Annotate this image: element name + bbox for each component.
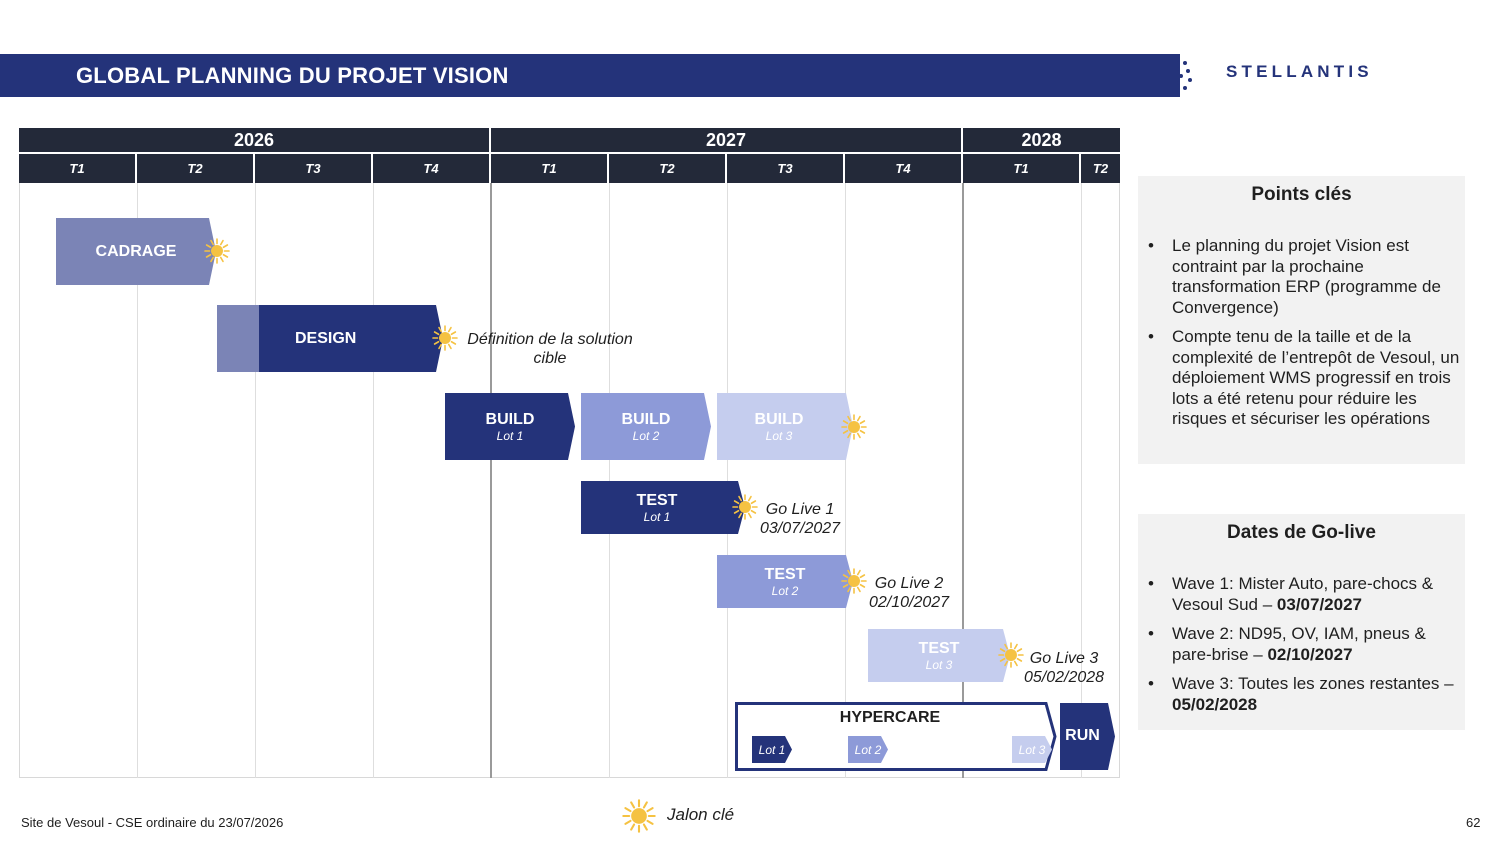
wave-date: 03/07/2027 [1276,594,1363,614]
quarter-header: T3 [727,154,845,183]
hypercare-lot1: Lot 1 [752,736,792,763]
build-lot: Lot 3 [765,428,793,443]
cadrage-label: CADRAGE [95,242,177,260]
grid-line [137,183,138,778]
timeline-grid [19,183,1120,778]
test-title: TEST [764,565,806,583]
grid-line [255,183,256,778]
build-title: BUILD [621,410,671,428]
points-cles-item: Le planning du projet Vision est contrai… [1138,236,1465,318]
grid-line [373,183,374,778]
points-cles-item: Compte tenu de la taille et de la comple… [1138,327,1465,430]
golive-dates-panel: Dates de Go-live Wave 1: Mister Auto, pa… [1138,514,1465,730]
points-cles-panel: Points clés Le planning du projet Vision… [1138,176,1465,464]
golive2-label: Go Live 2 [874,575,944,592]
hypercare-title: HYPERCARE [839,709,941,726]
wave-description: Wave 2: ND95, OV, IAM, pneus & pare-bris… [1172,624,1426,664]
footer-text: Site de Vesoul - CSE ordinaire du 23/07/… [21,815,284,830]
design-note-line1: Définition de la solution [467,331,633,348]
quarter-header: T1 [963,154,1081,183]
golive1-label: Go Live 1 [765,501,835,518]
run-bar: RUN [1060,703,1115,770]
test-title: TEST [636,491,678,509]
golive2-note: Go Live 2 02/10/2027 [863,574,955,612]
golive3-date: 05/02/2028 [1023,669,1105,686]
quarter-header: T3 [255,154,373,183]
quarter-header: T2 [1081,154,1120,183]
design-bar: DESIGN [259,305,443,372]
quarter-header: T1 [19,154,137,183]
grid-line [845,183,846,778]
build-lot2-bar: BUILD Lot 2 [581,393,711,460]
milestone-sun-icon [622,799,656,833]
golive1-date: 03/07/2027 [759,520,841,537]
wave-description: Wave 1: Mister Auto, pare-chocs & Vesoul… [1172,574,1434,614]
build-lot: Lot 1 [496,428,524,443]
hypercare-lot3-label: Lot 3 [1018,742,1046,757]
golive1-note: Go Live 1 03/07/2027 [752,500,848,538]
stellantis-dots-icon [1176,58,1192,95]
test-lot1-bar: TEST Lot 1 [581,481,745,534]
test-lot2-bar: TEST Lot 2 [717,555,853,608]
build-lot1-bar: BUILD Lot 1 [445,393,575,460]
design-prefix-bar [217,305,261,372]
year-divider [962,183,964,778]
page-number: 62 [1466,815,1481,830]
golive-date-item: Wave 1: Mister Auto, pare-chocs & Vesoul… [1138,574,1465,615]
test-lot: Lot 1 [643,509,671,524]
wave-description: Wave 3: Toutes les zones restantes – [1172,674,1454,693]
golive-date-item: Wave 2: ND95, OV, IAM, pneus & pare-bris… [1138,624,1465,665]
year-divider [490,183,492,778]
hypercare-lot2-label: Lot 2 [854,742,882,757]
stellantis-logo: STELLANTIS [1226,62,1373,81]
grid-line [609,183,610,778]
build-lot: Lot 2 [632,428,660,443]
year-header: 2028 [963,128,1120,152]
legend-label: Jalon clé [667,805,735,824]
milestone-sun-icon [204,238,230,264]
quarter-header: T2 [609,154,727,183]
grid-line [1081,183,1082,778]
wave-date: 02/10/2027 [1267,644,1353,664]
hypercare-lot1-label: Lot 1 [758,742,786,757]
golive3-note: Go Live 3 05/02/2028 [1018,649,1110,687]
title-bar: GLOBAL PLANNING DU PROJET VISION [0,54,1180,97]
milestone-sun-icon [432,325,458,351]
year-header: 2026 [19,128,491,152]
milestone-sun-icon [841,568,867,594]
milestone-sun-icon [998,642,1024,668]
build-title: BUILD [754,410,804,428]
build-lot3-bar: BUILD Lot 3 [717,393,853,460]
grid-line [727,183,728,778]
design-milestone-note: Définition de la solution cible [463,330,637,368]
milestone-sun-icon [732,494,758,520]
quarter-header: T1 [491,154,609,183]
cadrage-bar: CADRAGE [56,218,216,285]
golive-dates-title: Dates de Go-live [1227,522,1376,543]
test-lot3-bar: TEST Lot 3 [868,629,1010,682]
golive-date-item: Wave 3: Toutes les zones restantes – 05/… [1138,674,1465,715]
test-lot: Lot 2 [771,583,799,598]
quarter-header: T2 [137,154,255,183]
quarter-header: T4 [373,154,491,183]
golive2-date: 02/10/2027 [868,594,950,611]
wave-date: 05/02/2028 [1172,694,1258,714]
test-title: TEST [918,639,960,657]
hypercare-frame [735,702,1057,771]
milestone-sun-icon [841,414,867,440]
design-note-line2: cible [533,350,567,367]
points-cles-list: Le planning du projet Vision est contrai… [1138,236,1465,430]
page-title: GLOBAL PLANNING DU PROJET VISION [76,63,509,88]
hypercare-lot2: Lot 2 [848,736,888,763]
hypercare-lot3: Lot 3 [1012,736,1052,763]
golive3-label: Go Live 3 [1029,650,1099,667]
year-header: 2027 [491,128,963,152]
design-label: DESIGN [295,329,357,347]
build-title: BUILD [485,410,535,428]
test-lot: Lot 3 [925,657,953,672]
golive-dates-list: Wave 1: Mister Auto, pare-chocs & Vesoul… [1138,574,1465,715]
points-cles-title: Points clés [1251,184,1352,205]
run-label: RUN [1065,727,1100,744]
quarter-header: T4 [845,154,963,183]
